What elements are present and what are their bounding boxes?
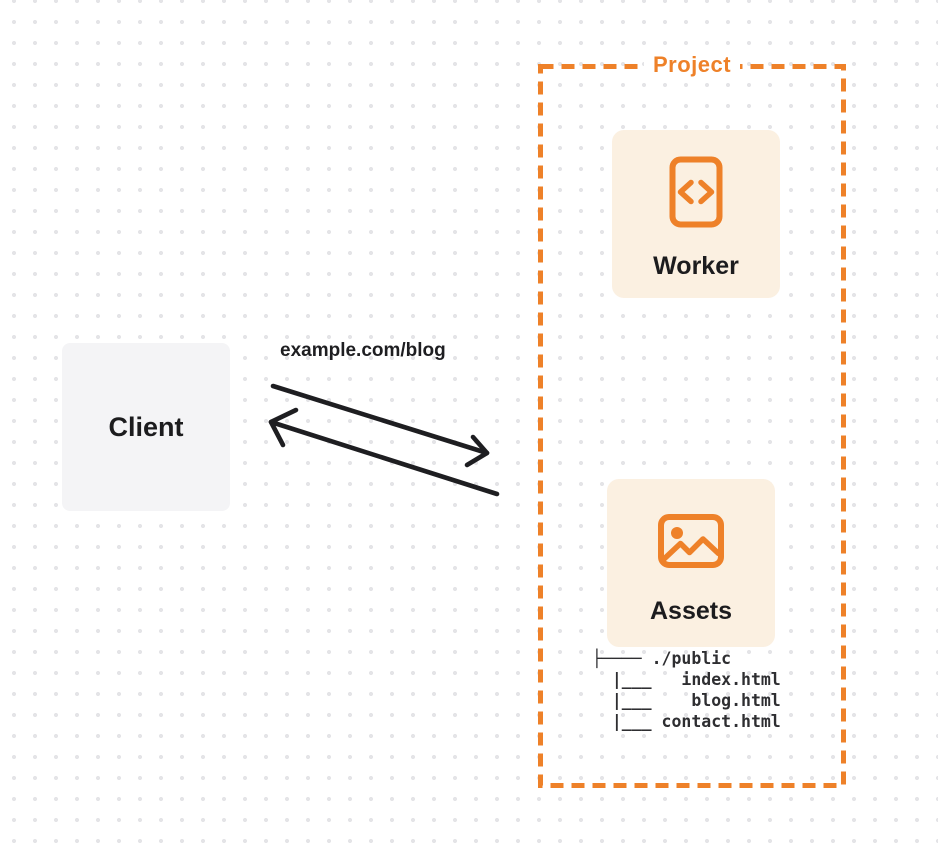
assets-label: Assets [650,597,732,625]
file-tree: ├──── ./public |___ index.html |___ blog… [592,649,781,731]
assets-card: Assets [607,479,775,647]
worker-card: Worker [612,130,780,298]
client-label: Client [108,411,184,442]
image-icon [658,514,724,568]
request-arrow [270,383,490,468]
client-card: Client [62,343,230,511]
response-arrow [268,407,500,497]
request-url-label: example.com/blog [280,340,446,361]
worker-label: Worker [653,252,739,280]
code-file-icon [669,156,723,228]
